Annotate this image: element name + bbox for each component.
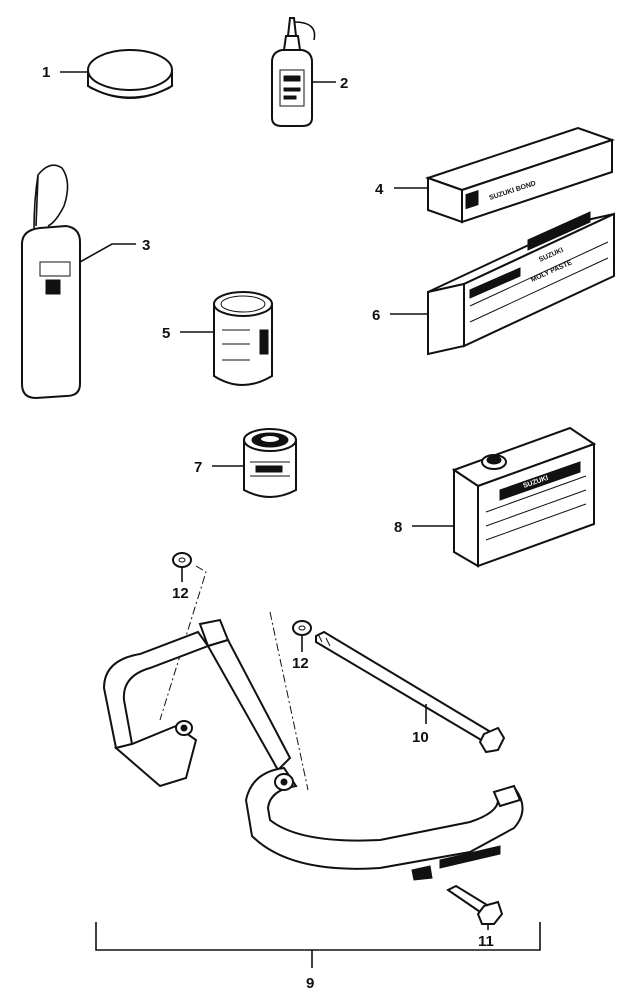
- part-10-long-bolt: [315, 630, 506, 754]
- callout-1: 1: [42, 64, 50, 81]
- leader-3: [79, 243, 136, 263]
- part-3-tool-pouch: [21, 164, 81, 400]
- part-4-bond-box: SUZUKI BOND: [424, 126, 616, 224]
- part-12-washer-right: [292, 620, 312, 636]
- callout-6: 6: [372, 307, 380, 324]
- callout-12a: 12: [172, 585, 189, 602]
- group-bracket-9: [95, 922, 541, 951]
- callout-11: 11: [478, 933, 494, 950]
- part-8-fluid-can: SUZUKI: [451, 426, 597, 568]
- alignment-line-left: [159, 565, 207, 721]
- callout-7: 7: [194, 459, 202, 476]
- callout-12b: 12: [292, 655, 309, 672]
- callout-9: 9: [306, 975, 314, 992]
- part-2-oil-bottle: [271, 17, 316, 127]
- callout-5: 5: [162, 325, 170, 342]
- part-7-small-tin: [243, 428, 297, 498]
- callout-4: 4: [375, 181, 384, 198]
- part-9-stand-assembly: [102, 618, 524, 881]
- part-1-round-tin: [87, 49, 173, 99]
- part-5-paint-can: [213, 291, 273, 386]
- callout-2: 2: [340, 75, 348, 92]
- alignment-line-right: [269, 611, 309, 791]
- callout-8: 8: [394, 519, 402, 536]
- part-11-short-bolt: [446, 884, 504, 925]
- part-6-moly-paste-box: SUZUKI MOLY PASTE: [427, 211, 615, 356]
- callout-3: 3: [142, 237, 150, 254]
- part-12-washer-left: [172, 552, 192, 568]
- callout-10: 10: [412, 729, 429, 746]
